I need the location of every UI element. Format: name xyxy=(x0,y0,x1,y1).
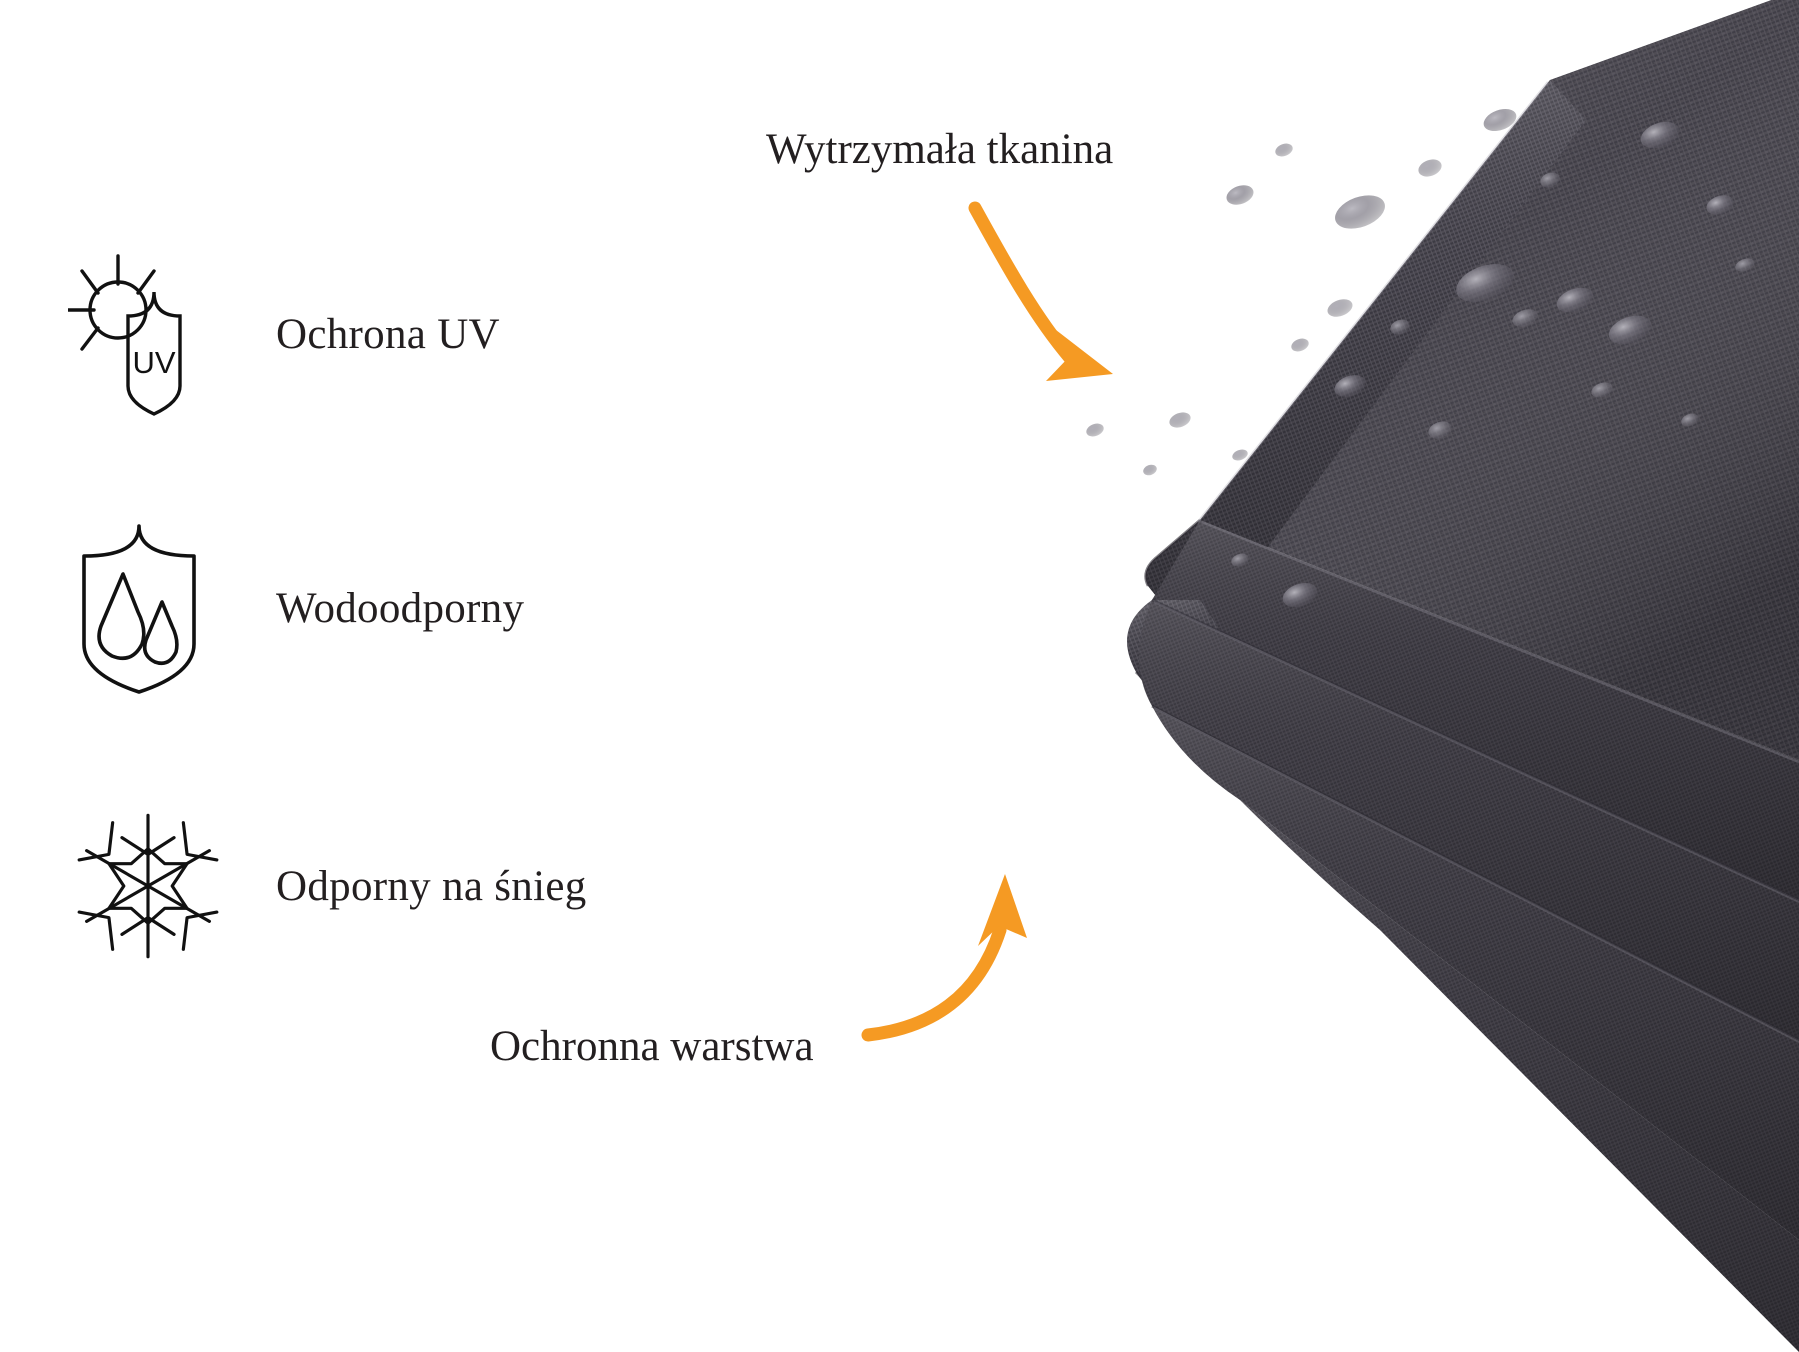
fabric-rolled-hem xyxy=(1144,80,1586,626)
uv-badge-label: UV xyxy=(132,345,175,380)
fabric-front-edge-upper xyxy=(1152,520,1799,900)
callout-label-top: Wytrzymała tkanina xyxy=(766,126,1114,173)
shield-water-drops-icon xyxy=(68,522,228,694)
fabric-front-edge-lower xyxy=(1151,704,1799,1240)
fabric-seam-highlights xyxy=(1153,81,1799,1043)
feature-label-uv: Ochrona UV xyxy=(276,310,500,358)
fabric-front-edge-mid xyxy=(1139,598,1799,1040)
feature-label-snow: Odporny na śnieg xyxy=(276,862,587,910)
feature-item-uv: UV Ochrona UV UV xyxy=(68,248,500,420)
feature-item-waterproof: Wodoodporny xyxy=(68,522,524,694)
snowflake-icon xyxy=(68,800,228,972)
product-photo xyxy=(540,0,1799,1352)
feature-label-waterproof: Wodoodporny xyxy=(276,584,525,632)
feature-item-snow: Odporny na śnieg xyxy=(68,800,587,972)
callout-label-bottom: Ochronna warstwa xyxy=(490,1023,814,1070)
sun-shield-uv-icon: UV xyxy=(68,248,228,420)
fabric-top-face xyxy=(1200,0,1799,760)
feature-list: UV Ochrona UV UV Wodoodporny xyxy=(0,0,600,1352)
water-droplets xyxy=(1086,108,1755,608)
